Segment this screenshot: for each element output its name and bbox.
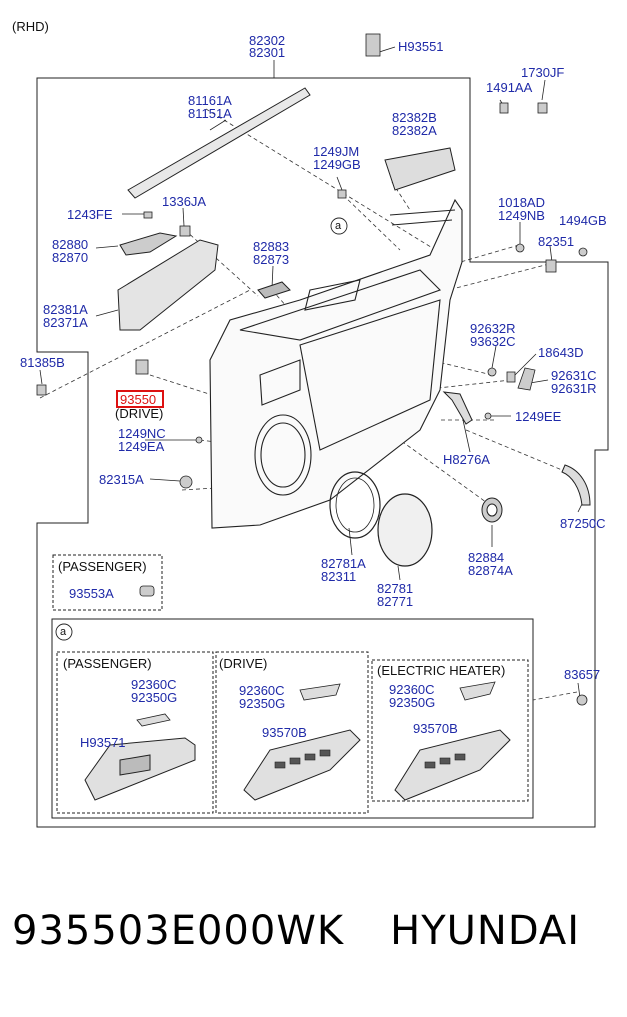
label-82883: 82883 (253, 239, 290, 254)
brand-name: HYUNDAI (390, 908, 581, 954)
label-1491aa: 1491AA (486, 80, 533, 95)
label-82884: 82884 (468, 550, 505, 565)
label-82382b: 82382B (392, 110, 437, 125)
label-93553a: 93553A (69, 586, 114, 601)
label-eh-92360c: 92360C (389, 682, 435, 697)
label-1249gb: 1249GB (313, 157, 361, 172)
label-81385b: 81385B (20, 355, 65, 370)
label-92631c: 92631C (551, 368, 597, 383)
label-1494gb: 1494GB (559, 213, 607, 228)
diagram-drawing (36, 33, 609, 828)
label-1249jm: 1249JM (313, 144, 360, 159)
label-92631r: 92631R (551, 381, 597, 396)
label-82870: 82870 (52, 250, 89, 265)
highlight-box (116, 390, 164, 408)
label-93632c: 93632C (470, 334, 516, 349)
label-1249ea: 1249EA (118, 439, 165, 454)
label-83657: 83657 (564, 667, 601, 682)
part-93550 (135, 359, 149, 375)
rhd-note: (RHD) (12, 19, 49, 34)
label-drive: (DRIVE) (115, 406, 164, 421)
callout-a-main: a (335, 220, 342, 232)
label-82874a: 82874A (468, 563, 513, 578)
callout-a-detail: a (60, 626, 67, 638)
label-1243fe: 1243FE (67, 207, 113, 222)
detail-passenger-title: (PASSENGER) (63, 656, 152, 671)
detail-heater-title: (ELECTRIC HEATER) (377, 663, 506, 678)
label-82302: 82302 (249, 33, 286, 48)
drive-switch-panel (243, 729, 361, 801)
label-87250c: 87250C (560, 516, 606, 531)
bracket-h93551 (365, 33, 381, 57)
label-92632r: 92632R (470, 321, 516, 336)
detail-box (51, 618, 534, 819)
label-82880: 82880 (52, 237, 89, 252)
heater-switch-panel (394, 729, 511, 801)
callout-circle (55, 623, 73, 641)
side-trim (561, 464, 591, 506)
label-81151a: 81151A (188, 106, 232, 121)
label-82371a: 82371A (43, 315, 88, 330)
label-eh-92350g: 92350G (389, 695, 436, 710)
label-82781a: 82781A (321, 556, 366, 571)
label-93550-highlighted: 93550 (120, 392, 157, 407)
label-82351: 82351 (538, 234, 575, 249)
label-1730jf: 1730JF (521, 65, 565, 80)
label-h8276a: H8276A (443, 452, 490, 467)
label-pa-h93571: H93571 (80, 735, 126, 750)
speaker-ring (329, 471, 381, 539)
label-1249ee: 1249EE (515, 409, 562, 424)
main-frame (36, 77, 609, 828)
label-82311: 82311 (321, 569, 357, 584)
label-1336ja: 1336JA (162, 194, 207, 209)
door-trim-panel (209, 198, 463, 529)
label-1018ad: 1018AD (498, 195, 545, 210)
label-eh-93570b: 93570B (413, 721, 458, 736)
label-dr-92350g: 92350G (239, 696, 286, 711)
label-82771: 82771 (377, 594, 414, 609)
detail-drive-title: (DRIVE) (219, 656, 268, 671)
label-81161a: 81161A (188, 93, 232, 108)
label-82781: 82781 (377, 581, 414, 596)
label-18643d: 18643D (538, 345, 584, 360)
part-caption: 935503E000WK HYUNDAI (12, 908, 580, 954)
label-82382a: 82382A (392, 123, 437, 138)
door-grip (119, 232, 178, 256)
callout-circle (330, 217, 348, 235)
label-82873: 82873 (253, 252, 290, 267)
belt-moulding (127, 87, 311, 199)
speaker-grille (377, 493, 433, 567)
label-dr-92360c: 92360C (239, 683, 285, 698)
label-pa-92360c: 92360C (131, 677, 177, 692)
label-1249nb: 1249NB (498, 208, 545, 223)
label-h93551: H93551 (398, 39, 444, 54)
part-number: 935503E000WK (12, 908, 345, 954)
label-82301: 82301 (249, 45, 286, 60)
label-passenger-top: (PASSENGER) (58, 559, 147, 574)
label-1249nc: 1249NC (118, 426, 166, 441)
label-dr-93570b: 93570B (262, 725, 307, 740)
label-82381a: 82381A (43, 302, 88, 317)
label-pa-92350g: 92350G (131, 690, 178, 705)
map-pocket (117, 239, 219, 331)
parts-diagram: (RHD) 82302 82301 H93551 1730JF 1491AA 8… (12, 19, 609, 828)
label-82315a: 82315A (99, 472, 144, 487)
armrest-cover (384, 147, 456, 191)
